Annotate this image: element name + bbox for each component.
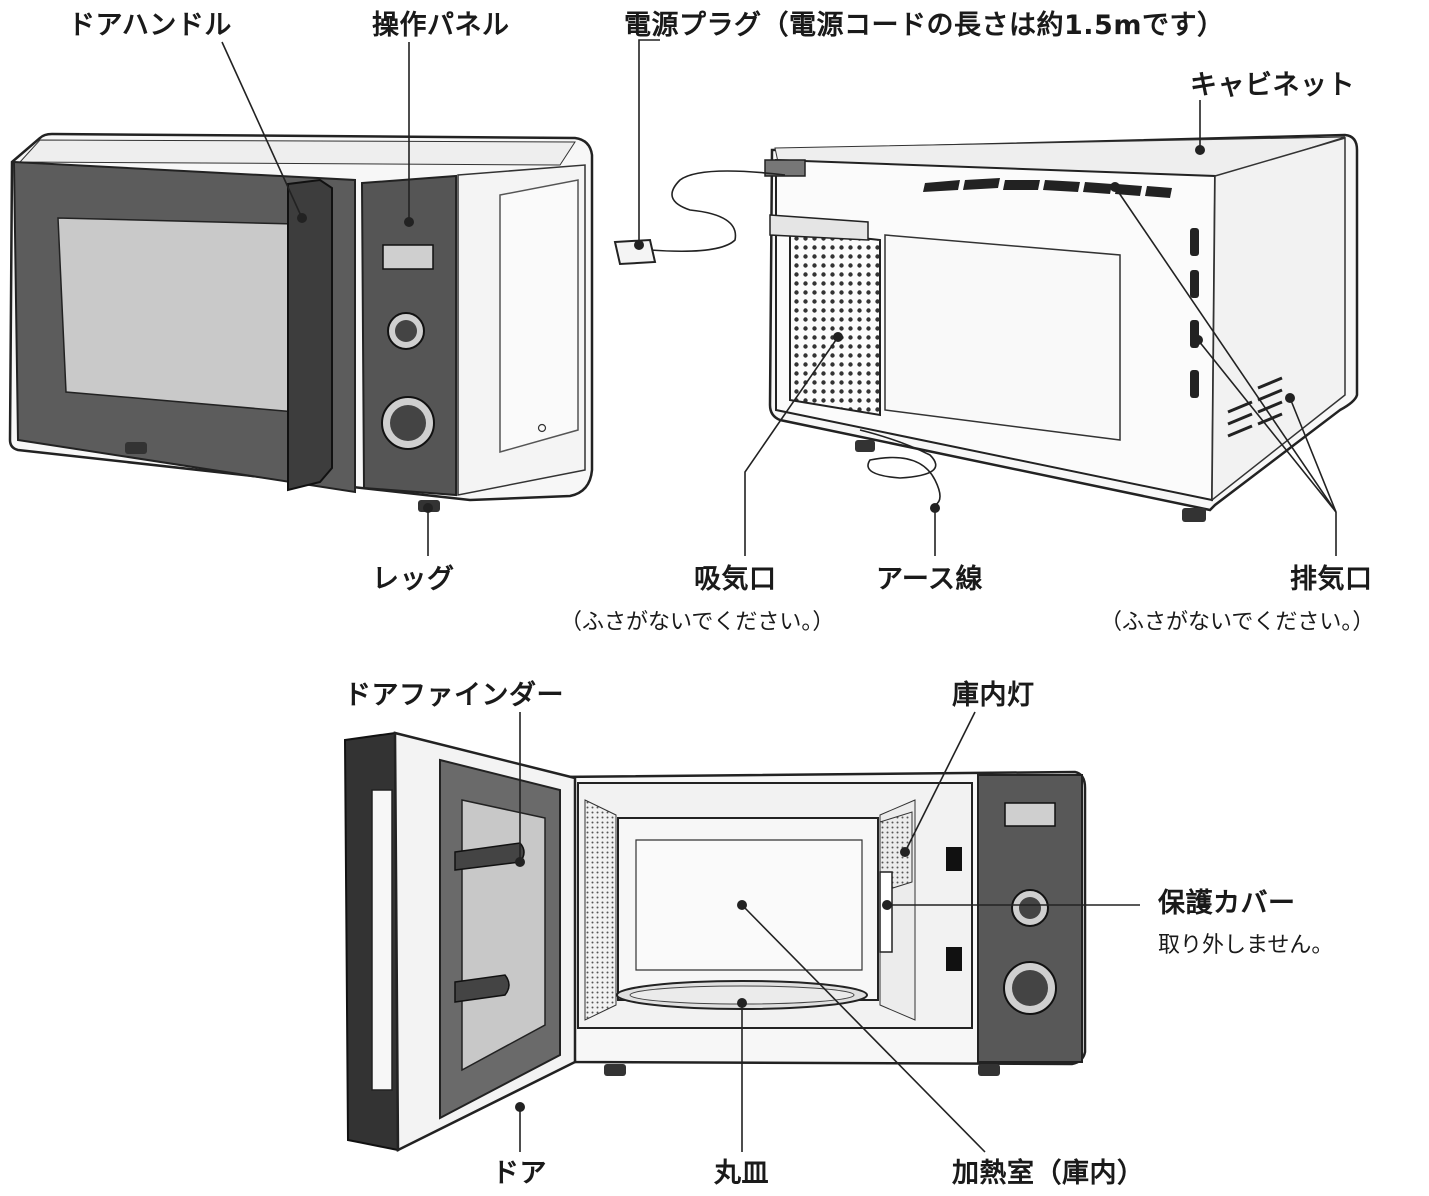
label-protective-cover: 保護カバー bbox=[1158, 888, 1296, 919]
leader-lines bbox=[221, 39, 1337, 1153]
rear-microwave-illustration bbox=[613, 133, 1359, 522]
label-protective-cover-note: 取り外しません。 bbox=[1158, 933, 1334, 958]
label-air-intake: 吸気口 bbox=[694, 564, 777, 595]
label-heating-chamber: 加熱室（庫内） bbox=[952, 1158, 1145, 1189]
label-earth-wire: アース線 bbox=[876, 564, 984, 595]
label-door: ドア bbox=[492, 1158, 547, 1189]
label-cabinet: キャビネット bbox=[1190, 70, 1355, 101]
front-microwave-illustration bbox=[8, 132, 594, 512]
label-turntable: 丸皿 bbox=[714, 1158, 769, 1189]
label-exhaust-note: （ふさがないでください。） bbox=[1100, 610, 1375, 635]
label-interior-light: 庫内灯 bbox=[952, 680, 1035, 711]
label-door-finder: ドアファインダー bbox=[344, 680, 564, 711]
label-exhaust: 排気口 bbox=[1290, 564, 1373, 595]
open-microwave-illustration bbox=[343, 731, 1087, 1153]
label-leg: レッグ bbox=[372, 564, 455, 595]
label-power-plug: 電源プラグ（電源コードの長さは約1.5mです） bbox=[624, 10, 1225, 41]
label-door-handle: ドアハンドル bbox=[68, 10, 232, 41]
label-air-intake-note: （ふさがないでください。） bbox=[560, 610, 835, 635]
label-control-panel: 操作パネル bbox=[372, 10, 510, 41]
